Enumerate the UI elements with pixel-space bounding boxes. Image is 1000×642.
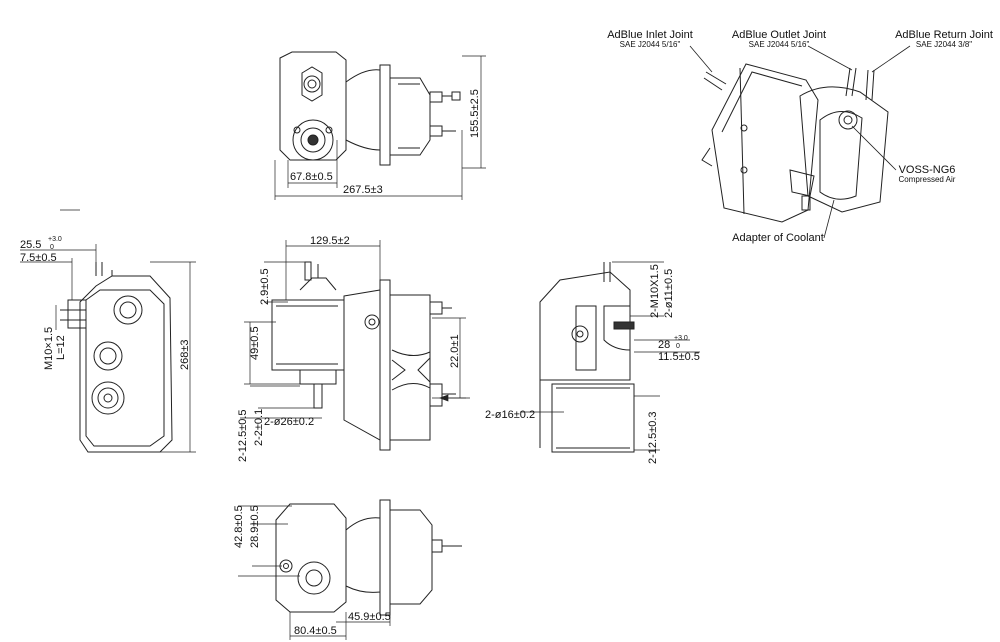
callout-adblue-return-spec: SAE J2044 3/8" (915, 40, 973, 50)
callout-adblue-return: AdBlue Return Joint SAE J2044 3/8" (891, 29, 997, 50)
dim-front-49: 49±0.5 (249, 326, 261, 360)
left-view (20, 244, 196, 453)
dim-left-268: 268±3 (179, 339, 191, 370)
dim-top-155-5: 155.5±2.5 (469, 89, 481, 138)
callout-voss-ng6-spec: Compressed Air (898, 175, 956, 185)
callout-coolant-adapter-title: Adapter of Coolant (732, 232, 824, 244)
dim-right-11: 2-ø11±0.5 (663, 269, 675, 318)
top-view (274, 51, 486, 200)
dim-right-m10: 2-M10X1.5 (649, 264, 661, 318)
callout-voss-ng6-title: VOSS-NG6 (898, 164, 956, 176)
callout-adblue-inlet: AdBlue Inlet Joint SAE J2044 5/16" (598, 29, 702, 50)
dim-right-16: 2-ø16±0.2 (485, 409, 535, 421)
dim-front-129-5: 129.5±2 (310, 235, 350, 247)
callout-adblue-inlet-spec: SAE J2044 5/16" (619, 40, 681, 50)
view-arrows (60, 209, 470, 402)
bottom-view (238, 499, 462, 640)
dim-left-25-5-tol-plus: +3.0 (48, 236, 62, 243)
right-view (520, 261, 700, 453)
dim-right-28-tol-zero: 0 (676, 343, 680, 350)
dim-bottom-42-8: 42.8±0.5 (233, 505, 245, 548)
callout-adblue-outlet-spec: SAE J2044 5/16" (748, 40, 810, 50)
callout-coolant-adapter: Adapter of Coolant (728, 232, 828, 244)
dim-right-28: 28 (658, 339, 670, 351)
dim-bottom-80-4: 80.4±0.5 (294, 625, 337, 637)
callout-voss-ng6: VOSS-NG6 Compressed Air (892, 164, 962, 185)
dim-left-m10: M10×1.5 (43, 327, 55, 370)
dim-right-11-5: 11.5±0.5 (658, 351, 700, 363)
dim-right-28-tol-plus: +3.0 (674, 335, 688, 342)
dim-front-12-5: 2-12.5±0.5 (237, 409, 249, 462)
callout-adblue-outlet-title: AdBlue Outlet Joint (731, 29, 827, 41)
dim-front-22: 22.0±1 (449, 334, 461, 368)
dim-left-l12: L=12 (55, 335, 67, 360)
dim-left-7-5: 7.5±0.5 (20, 252, 57, 264)
dim-top-67-8: 67.8±0.5 (290, 171, 333, 183)
callout-adblue-return-title: AdBlue Return Joint (895, 29, 993, 41)
dim-top-267-5: 267.5±3 (343, 184, 383, 196)
callout-adblue-outlet: AdBlue Outlet Joint SAE J2044 5/16" (727, 29, 831, 50)
dim-front-26: 2-ø26±0.2 (264, 416, 314, 428)
dim-front-2-9: 2.9±0.5 (259, 268, 271, 305)
front-view (240, 240, 466, 451)
dim-left-25-5: 25.5 (20, 239, 41, 251)
callout-adblue-inlet-title: AdBlue Inlet Joint (607, 29, 693, 41)
dim-left-25-5-tol-zero: 0 (50, 244, 54, 251)
dim-bottom-28-9: 28.9±0.5 (249, 505, 261, 548)
dim-bottom-45-9: 45.9±0.5 (348, 611, 391, 623)
dim-front-2-m1: 2-2±0.1 (253, 409, 265, 446)
isometric-view (689, 45, 911, 239)
dim-right-12-5: 2-12.5±0.3 (647, 411, 659, 464)
